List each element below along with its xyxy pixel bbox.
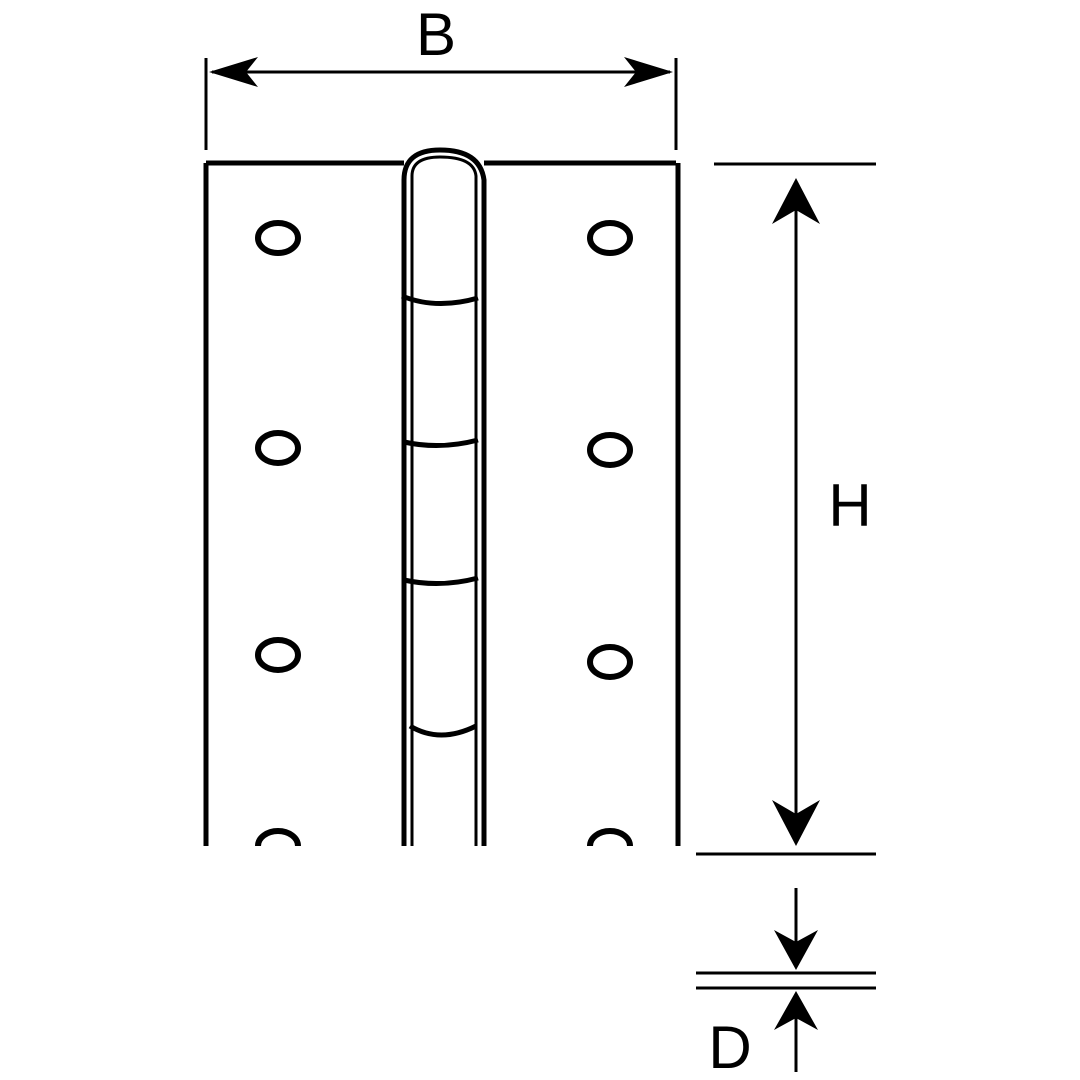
- screw-hole-partial: [255, 828, 301, 847]
- knuckle-segment-line-2: [403, 437, 479, 449]
- knuckle-outer-outline: [401, 147, 487, 846]
- screw-hole-partial: [587, 828, 633, 847]
- height-arrow-up-icon: [772, 178, 820, 224]
- hinge-knuckle: [401, 147, 487, 846]
- screw-hole: [587, 644, 633, 680]
- thickness-dimension: D: [696, 888, 876, 1080]
- width-dimension: B: [204, 1, 678, 150]
- height-arrow-down-icon: [772, 800, 820, 846]
- knuckle-segment-line-4: [408, 723, 478, 738]
- knuckle-segment-line-3: [403, 575, 479, 587]
- screw-hole: [587, 220, 633, 256]
- knuckle-segment-line-1: [401, 293, 479, 307]
- screw-hole: [255, 637, 301, 673]
- thickness-label: D: [708, 1014, 751, 1080]
- screw-hole: [587, 432, 633, 468]
- height-dimension: H: [696, 162, 876, 856]
- width-label: B: [416, 1, 456, 68]
- screw-hole: [255, 430, 301, 466]
- screw-holes: [255, 220, 633, 847]
- height-label: H: [828, 472, 871, 539]
- hinge-body: [203, 160, 681, 846]
- knuckle-inner-outline: [410, 155, 478, 846]
- thickness-arrow-up-icon: [774, 991, 818, 1030]
- screw-hole: [255, 220, 301, 256]
- thickness-arrow-down-icon: [774, 930, 818, 970]
- width-arrow-left-icon: [209, 57, 258, 87]
- width-arrow-right-icon: [624, 57, 673, 87]
